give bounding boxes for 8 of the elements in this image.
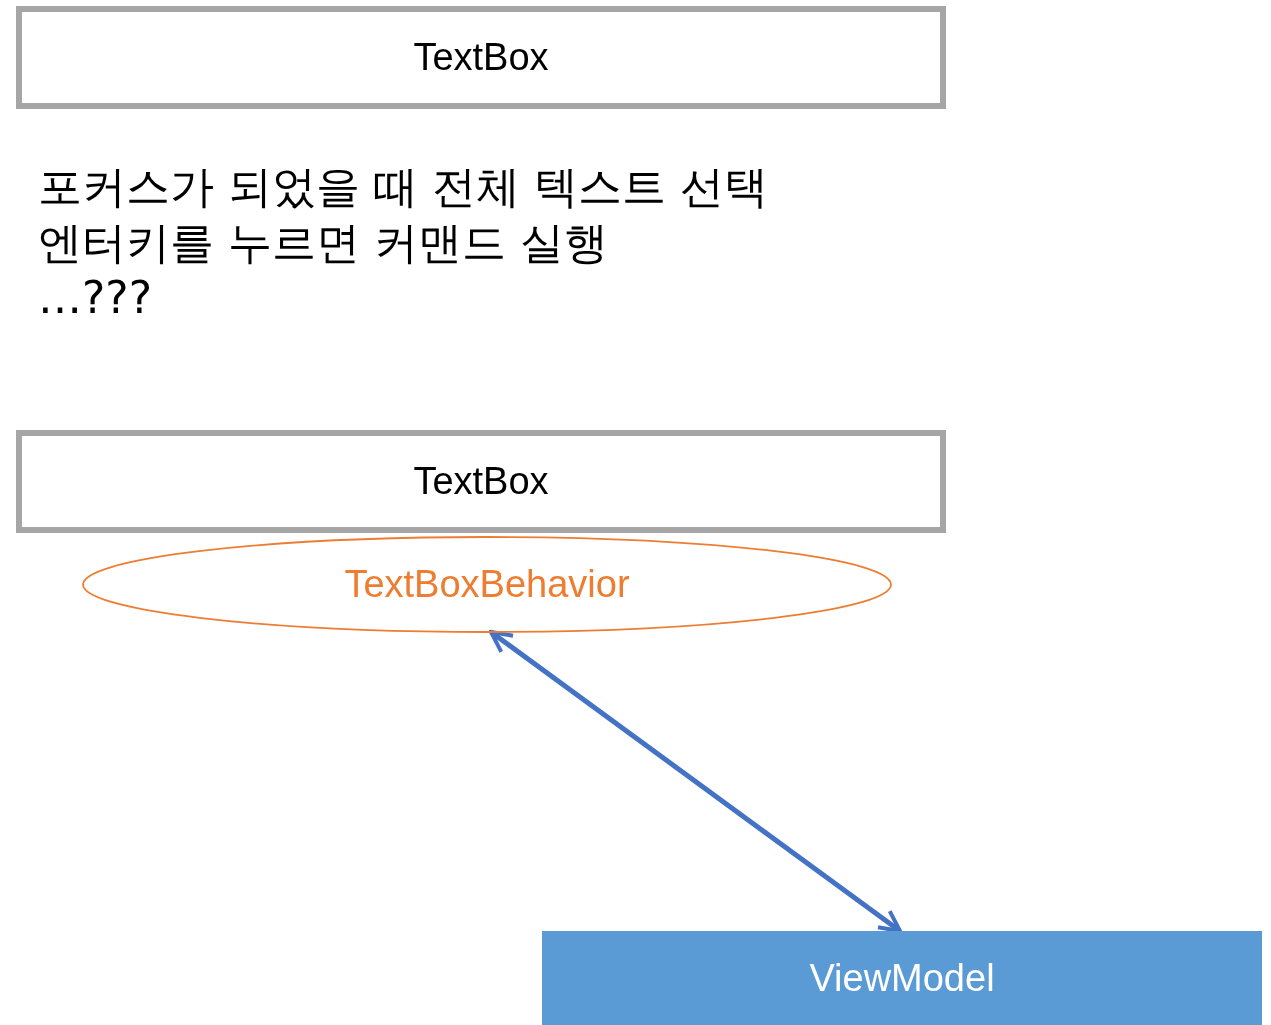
behavior-ellipse: TextBoxBehavior [82,536,892,633]
arrow [489,630,902,933]
note-text: …??? [38,272,153,323]
control-box: TextBox [16,430,946,533]
control-box: TextBox [16,6,946,109]
note-text: 포커스가 되었을 때 전체 텍스트 선택 [38,160,768,214]
component-box: ViewModel [542,931,1262,1025]
note-text: 엔터키를 누르면 커맨드 실행 [38,216,608,270]
